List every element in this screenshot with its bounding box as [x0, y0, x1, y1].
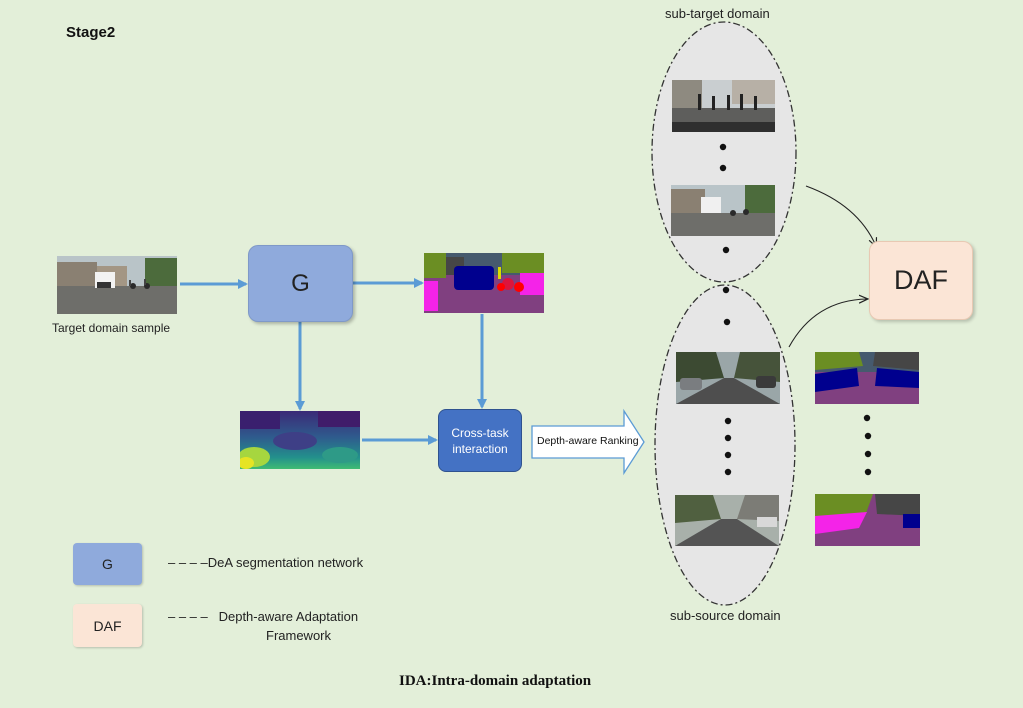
sub-source-seg-image	[815, 494, 920, 546]
depth-map-image	[240, 411, 360, 469]
target-sample-caption: Target domain sample	[52, 321, 171, 335]
curve-source-to-daf	[788, 299, 867, 348]
dot	[722, 246, 730, 254]
legend-daf-key-label: DAF	[93, 617, 122, 634]
sub-target-image	[671, 185, 775, 236]
dot	[864, 450, 872, 458]
legend-daf-key: DAF	[73, 604, 142, 647]
dot	[719, 143, 727, 151]
sub-source-seg-image	[815, 352, 919, 404]
sub-target-ellipse	[651, 21, 797, 283]
sub-target-image	[672, 80, 775, 132]
sub-source-ellipse	[654, 284, 796, 606]
legend-g-key-label: G	[102, 556, 113, 572]
legend-g-key: G	[73, 543, 142, 585]
dot	[864, 432, 872, 440]
sub-target-label: sub-target domain	[665, 6, 770, 21]
daf-block-label: DAF	[894, 265, 948, 295]
legend-daf-text-line1: – – – – Depth-aware Adaptation	[168, 609, 359, 624]
dot	[719, 164, 727, 172]
ranking-arrow-shape	[531, 408, 645, 476]
dot	[864, 468, 872, 476]
segmentation-output-image	[424, 253, 544, 313]
dot	[863, 414, 871, 422]
g-block-label: G	[291, 269, 310, 297]
figure-caption: IDA:Intra-domain adaptation	[399, 673, 592, 689]
dot	[724, 468, 732, 476]
stage-label: Stage2	[66, 24, 116, 41]
target-sample-image	[57, 256, 177, 314]
cross-task-block: Cross-task interaction	[438, 409, 522, 472]
legend-g-text: – – – –DeA segmentation network	[168, 555, 364, 570]
sub-source-image	[675, 495, 779, 546]
dot	[724, 417, 732, 425]
cross-task-label: Cross-task interaction	[451, 425, 509, 456]
legend-daf-text-line2: Framework	[266, 628, 332, 643]
sub-source-label: sub-source domain	[670, 608, 781, 623]
curve-target-to-daf	[805, 185, 876, 246]
dot	[724, 451, 732, 459]
dot	[722, 286, 730, 294]
daf-block: DAF	[869, 241, 973, 320]
g-block: G	[248, 245, 353, 322]
sub-source-image	[676, 352, 780, 404]
dot	[724, 434, 732, 442]
ranking-label: Depth-aware Ranking	[537, 435, 639, 447]
dot	[723, 318, 731, 326]
